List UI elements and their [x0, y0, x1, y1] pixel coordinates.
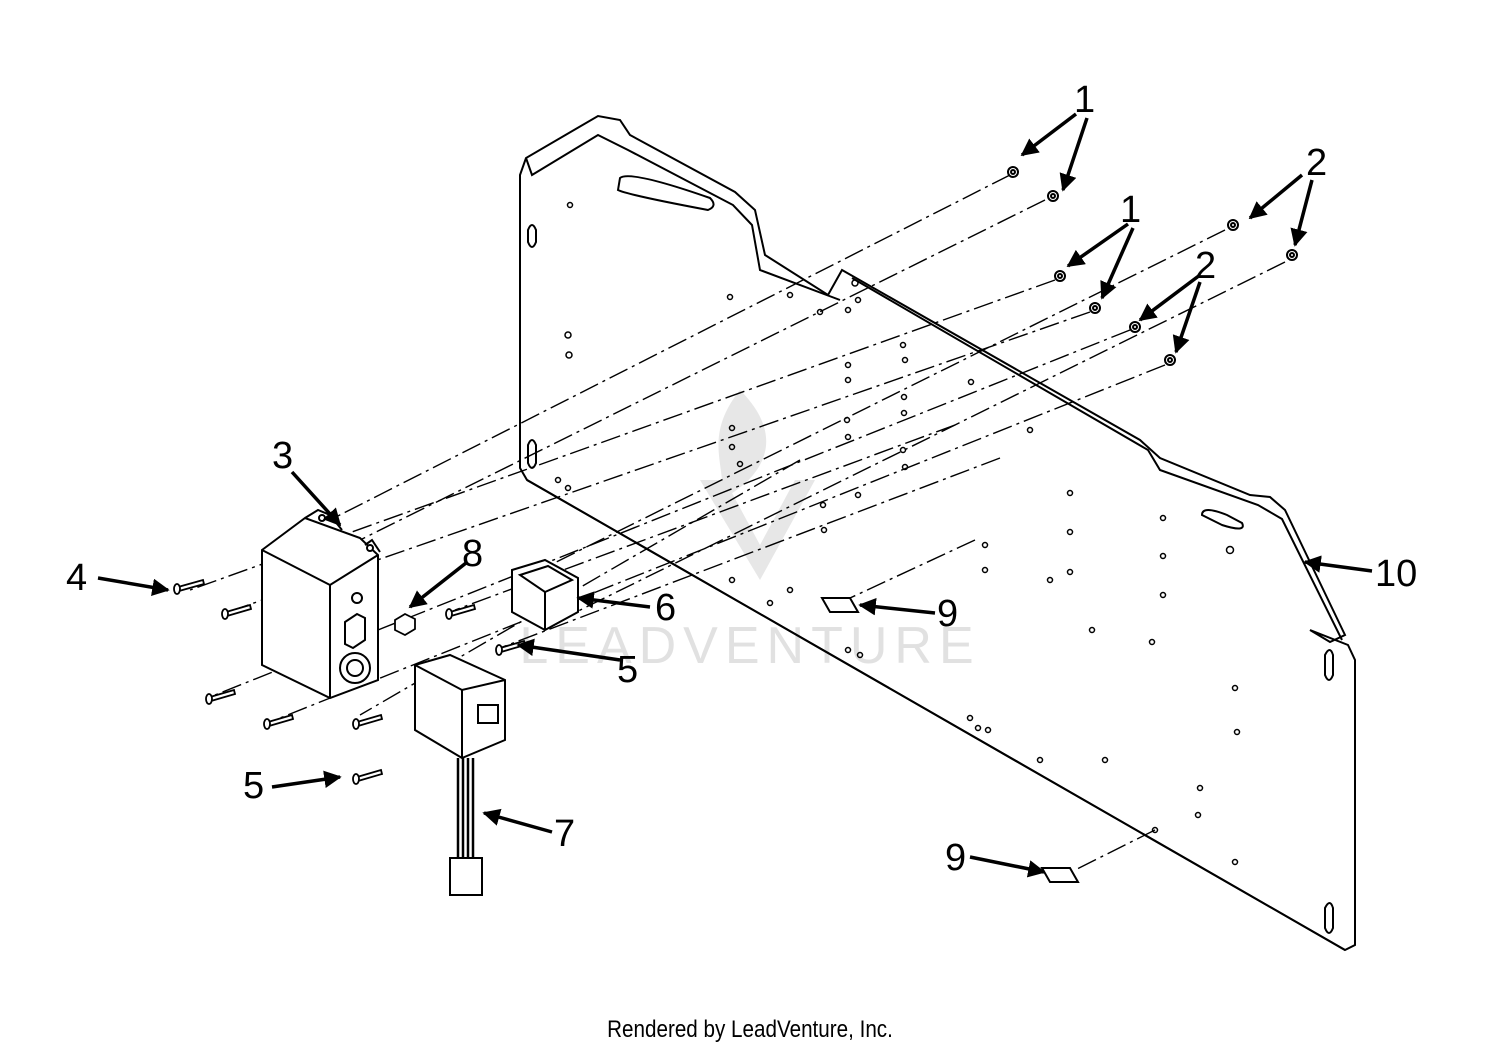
plate-outline [519, 114, 1356, 952]
screw [445, 603, 477, 620]
callout-2: 2 [1195, 245, 1216, 287]
callout-5: 5 [617, 649, 638, 691]
screw-item-4 [173, 578, 206, 595]
plate-slot-left-upper [527, 224, 537, 248]
nut-item-2 [1164, 354, 1176, 366]
nut-item-1 [1047, 190, 1059, 202]
screw-item-5 [352, 768, 384, 785]
plate-thickness-top [525, 133, 1343, 641]
plate-bottom-edge [526, 479, 1346, 951]
nut-item-2 [1129, 321, 1141, 333]
plate-holes [554, 201, 1241, 866]
module-item-7 [414, 653, 506, 896]
footer-credit: Rendered by LeadVenture, Inc. [607, 1016, 893, 1043]
nuts [1007, 166, 1298, 366]
callout-4: 4 [66, 557, 87, 599]
screw [263, 713, 295, 730]
watermark: LEADVENTURE [519, 390, 980, 675]
callout-3: 3 [272, 435, 293, 477]
nut-item-2 [1227, 219, 1239, 231]
callout-10: 10 [1375, 553, 1417, 595]
nut-item-1 [1054, 270, 1066, 282]
screw [352, 713, 384, 730]
screw [205, 688, 237, 705]
nut-item-1 [1089, 302, 1101, 314]
callouts: 1 1 2 2 3 4 5 5 6 7 8 9 9 10 [66, 79, 1417, 879]
plate-slot-top [616, 175, 715, 212]
plate-slot-left-lower [527, 439, 537, 469]
bracket-item-6 [511, 558, 579, 632]
plate-slot-right [1200, 509, 1244, 530]
callout-5: 5 [243, 765, 264, 807]
callout-2: 2 [1306, 142, 1327, 184]
watermark-text: LEADVENTURE [519, 617, 980, 675]
callout-9: 9 [937, 593, 958, 635]
box-knob [351, 592, 363, 604]
connector-item-8 [394, 612, 416, 637]
module-plug [449, 857, 483, 896]
callout-1: 1 [1074, 79, 1095, 121]
plate-slot-right-lower [1324, 902, 1334, 934]
mounting-plate [519, 114, 1356, 952]
nut-item-1 [1007, 166, 1019, 178]
control-box [261, 508, 381, 700]
callout-6: 6 [655, 587, 676, 629]
callout-8: 8 [462, 533, 483, 575]
callout-9: 9 [945, 837, 966, 879]
box-switch [344, 612, 366, 650]
module-wires [456, 758, 475, 858]
screw [221, 603, 253, 620]
nut-item-2 [1286, 249, 1298, 261]
callout-7: 7 [554, 813, 575, 855]
callout-1: 1 [1120, 189, 1141, 231]
screws [173, 578, 527, 785]
leader-arrows [97, 112, 1373, 878]
plate-slot-right-upper [1324, 649, 1334, 681]
clips-item-9 [820, 597, 1080, 883]
